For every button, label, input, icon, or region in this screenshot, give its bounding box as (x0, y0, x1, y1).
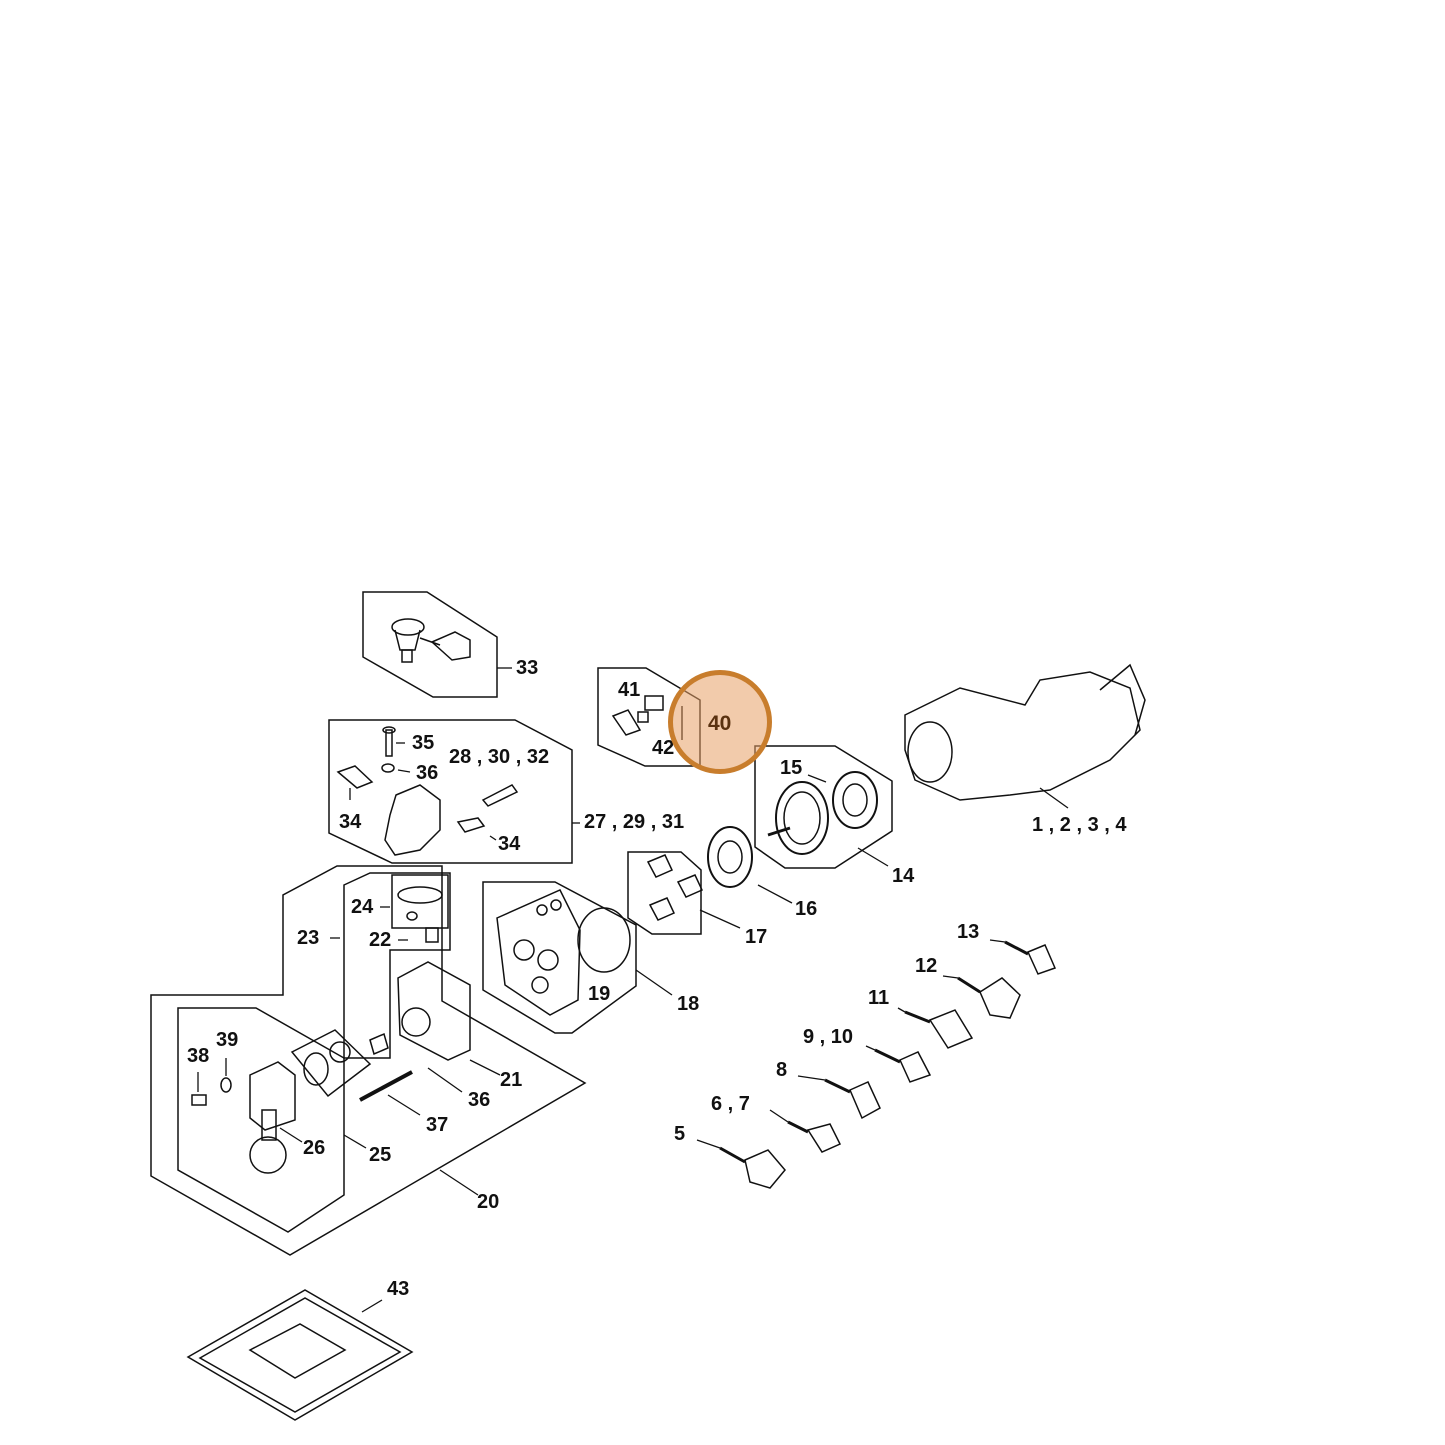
callout-17[interactable]: 17 (745, 926, 768, 948)
callout-39[interactable]: 39 (216, 1029, 239, 1051)
callout-41[interactable]: 41 (618, 679, 641, 701)
callout-21[interactable]: 21 (500, 1069, 523, 1091)
group-outline-20 (150, 865, 587, 1256)
callout-15[interactable]: 15 (780, 757, 803, 779)
callout-18[interactable]: 18 (677, 993, 700, 1015)
group-outline-25 (177, 1007, 345, 1233)
callout-33[interactable]: 33 (516, 657, 539, 679)
callout-40-highlighted[interactable]: 40 (708, 712, 732, 735)
callout-42[interactable]: 42 (652, 737, 675, 759)
callout-22[interactable]: 22 (369, 929, 392, 951)
callout-26[interactable]: 26 (303, 1137, 326, 1159)
callout-5[interactable]: 5 (674, 1123, 686, 1145)
callout-27-29-31[interactable]: 27 , 29 , 31 (584, 811, 685, 833)
callout-9-10[interactable]: 9 , 10 (803, 1026, 854, 1048)
callout-35[interactable]: 35 (412, 732, 435, 754)
callout-1-2-3-4[interactable]: 1 , 2 , 3 , 4 (1032, 814, 1127, 836)
callout-23[interactable]: 23 (297, 927, 320, 949)
callout-34-left[interactable]: 34 (339, 811, 362, 833)
callout-11[interactable]: 11 (868, 987, 890, 1009)
callout-34-right[interactable]: 34 (498, 833, 521, 855)
group-outline-17 (627, 851, 702, 935)
group-outline-14 (754, 745, 893, 869)
callout-8[interactable]: 8 (776, 1059, 788, 1081)
callout-43[interactable]: 43 (387, 1278, 410, 1300)
highlight-marker-40[interactable] (668, 670, 772, 774)
callout-24[interactable]: 24 (351, 896, 374, 918)
callout-20[interactable]: 20 (477, 1191, 500, 1213)
group-outline-33 (362, 591, 498, 698)
group-outline-18 (482, 881, 637, 1034)
callout-19[interactable]: 19 (588, 983, 611, 1005)
callout-6-7[interactable]: 6 , 7 (711, 1093, 750, 1115)
callout-16[interactable]: 16 (795, 898, 818, 920)
group-outline-24 (391, 874, 449, 929)
callout-25[interactable]: 25 (369, 1144, 392, 1166)
callout-37[interactable]: 37 (426, 1114, 449, 1136)
callout-14[interactable]: 14 (892, 865, 915, 887)
callout-38[interactable]: 38 (187, 1045, 210, 1067)
group-outline-seal (290, 1029, 372, 1098)
callout-13[interactable]: 13 (957, 921, 980, 943)
group-outline-27 (328, 719, 573, 864)
group-outline-23 (343, 872, 451, 1059)
callout-36-upper[interactable]: 36 (416, 762, 439, 784)
callout-12[interactable]: 12 (915, 955, 938, 977)
part-43-sheet (186, 1289, 414, 1421)
callout-28-30-32[interactable]: 28 , 30 , 32 (449, 746, 550, 768)
callout-36-lower[interactable]: 36 (468, 1089, 491, 1111)
